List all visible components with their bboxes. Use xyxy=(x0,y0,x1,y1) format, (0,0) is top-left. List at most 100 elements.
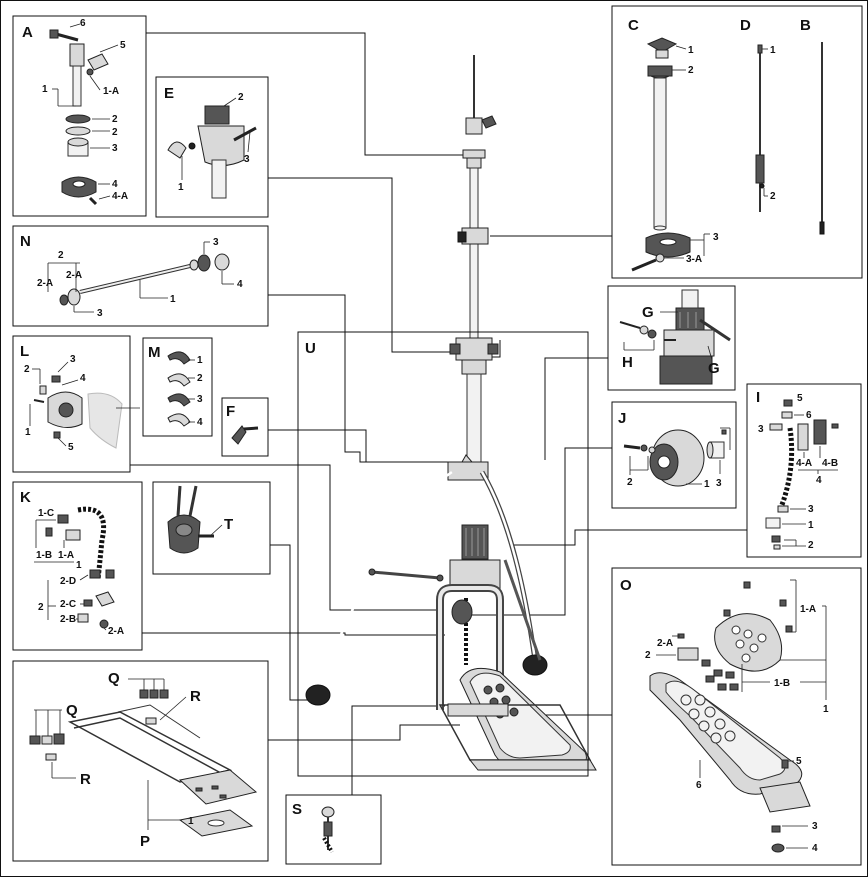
callout-c-1: 1 xyxy=(688,45,694,56)
central-hihat-stand xyxy=(305,55,597,771)
callout-i-2: 2 xyxy=(808,540,814,551)
callout-n-3-bottom: 3 xyxy=(97,308,103,319)
callout-m-4: 4 xyxy=(197,417,203,428)
section-letter-o: O xyxy=(620,577,632,594)
labels-k: K 1-C 1-B 1-A 1 2-D 2-C 2-B 2 2-A xyxy=(20,489,124,637)
section-letter-g-bottom: G xyxy=(708,360,720,377)
box-s xyxy=(285,794,382,865)
callout-c-3: 3 xyxy=(713,232,719,243)
callout-o-1a: 1-A xyxy=(800,604,816,615)
section-letter-m: M xyxy=(148,344,161,361)
callout-i-4b: 4-B xyxy=(822,458,838,469)
labels-a: A 6 5 1 1-A 2 2 3 4 4-A xyxy=(22,18,128,202)
section-letter-q-top: Q xyxy=(108,670,120,687)
callout-i-4: 4 xyxy=(816,475,822,486)
callout-o-6: 6 xyxy=(696,780,702,791)
callout-k-2c: 2-C xyxy=(60,599,76,610)
callout-j-3: 3 xyxy=(716,478,722,489)
parts-c xyxy=(631,37,691,272)
labels-m: M 1 2 3 4 xyxy=(148,344,203,428)
section-letter-j: J xyxy=(618,410,626,427)
callout-k-2b: 2-B xyxy=(60,614,76,625)
callout-k-2: 2 xyxy=(38,602,44,613)
callout-i-3-bottom: 3 xyxy=(808,504,814,515)
parts-e xyxy=(167,105,257,199)
callout-e-3: 3 xyxy=(244,154,250,165)
callout-o-3: 3 xyxy=(812,821,818,832)
callout-k-1a: 1-A xyxy=(58,550,74,561)
callout-l-3: 3 xyxy=(70,354,76,365)
callout-e-1: 1 xyxy=(178,182,184,193)
callout-a-1a: 1-A xyxy=(103,86,119,97)
parts-l xyxy=(33,375,140,449)
callout-n-3-top: 3 xyxy=(213,237,219,248)
section-letter-e: E xyxy=(164,85,174,102)
callout-l-5: 5 xyxy=(68,442,74,453)
callout-a-4a: 4-A xyxy=(112,191,128,202)
box-f xyxy=(221,397,269,457)
callout-a-3: 3 xyxy=(112,143,118,154)
callout-a-1: 1 xyxy=(42,84,48,95)
section-letter-p: P xyxy=(140,833,150,850)
callout-j-1: 1 xyxy=(704,479,710,490)
callout-o-2a: 2-A xyxy=(657,638,673,649)
callout-j-2: 2 xyxy=(627,477,633,488)
callout-l-1: 1 xyxy=(25,427,31,438)
parts-t xyxy=(167,485,214,554)
callout-o-4: 4 xyxy=(812,843,818,854)
section-letter-r-top: R xyxy=(190,688,201,705)
section-letter-r-bottom: R xyxy=(80,771,91,788)
callout-a-2: 2 xyxy=(112,114,118,125)
parts-a xyxy=(49,29,109,206)
section-letter-h: H xyxy=(622,354,633,371)
callout-m-3: 3 xyxy=(197,394,203,405)
callout-i-1: 1 xyxy=(808,520,814,531)
section-letter-b: B xyxy=(800,17,811,34)
callout-n-2: 2 xyxy=(58,250,64,261)
callout-n-4: 4 xyxy=(237,279,243,290)
callout-a-4: 4 xyxy=(112,179,118,190)
callout-o-1: 1 xyxy=(823,704,829,715)
section-letter-f: F xyxy=(226,403,235,420)
callout-c-2: 2 xyxy=(688,65,694,76)
section-letter-u: U xyxy=(305,340,316,357)
leader-lines xyxy=(130,32,747,795)
callout-k-1c: 1-C xyxy=(38,508,54,519)
callout-n-2a-left: 2-A xyxy=(37,278,53,289)
callout-p-1: 1 xyxy=(188,816,194,827)
parts-o xyxy=(649,581,811,853)
section-letter-g-top: G xyxy=(642,304,654,321)
section-letter-i: I xyxy=(756,389,760,406)
callout-o-1b: 1-B xyxy=(774,678,790,689)
callout-a-5: 5 xyxy=(120,40,126,51)
labels-i: I 5 6 3 4-A 4-B 4 3 1 2 xyxy=(756,389,838,551)
callout-d-2: 2 xyxy=(770,191,776,202)
section-letter-a: A xyxy=(22,24,33,41)
box-u xyxy=(297,331,589,777)
parts-p xyxy=(29,689,258,837)
parts-s xyxy=(321,806,335,853)
labels-j: J 2 1 3 xyxy=(618,410,731,490)
callout-i-4a: 4-A xyxy=(796,458,812,469)
parts-m xyxy=(167,351,191,427)
labels-g-h: G H G xyxy=(622,304,720,377)
callout-m-2: 2 xyxy=(197,373,203,384)
callout-k-1b: 1-B xyxy=(36,550,52,561)
callout-i-5: 5 xyxy=(797,393,803,404)
section-letter-t: T xyxy=(224,516,233,533)
labels-p-q-r: Q R Q R P 1 xyxy=(34,670,201,850)
callout-d-1: 1 xyxy=(770,45,776,56)
callout-c-3a: 3-A xyxy=(686,254,702,265)
section-letter-l: L xyxy=(20,343,29,360)
parts-j xyxy=(623,429,727,487)
labels-e: E 2 3 1 xyxy=(164,85,251,193)
callout-m-1: 1 xyxy=(197,355,203,366)
callout-k-1: 1 xyxy=(76,560,82,571)
callout-l-2: 2 xyxy=(24,364,30,375)
callout-n-2a-right: 2-A xyxy=(66,270,82,281)
parts-n xyxy=(59,253,230,306)
parts-k xyxy=(45,506,115,629)
callout-o-2: 2 xyxy=(645,650,651,661)
